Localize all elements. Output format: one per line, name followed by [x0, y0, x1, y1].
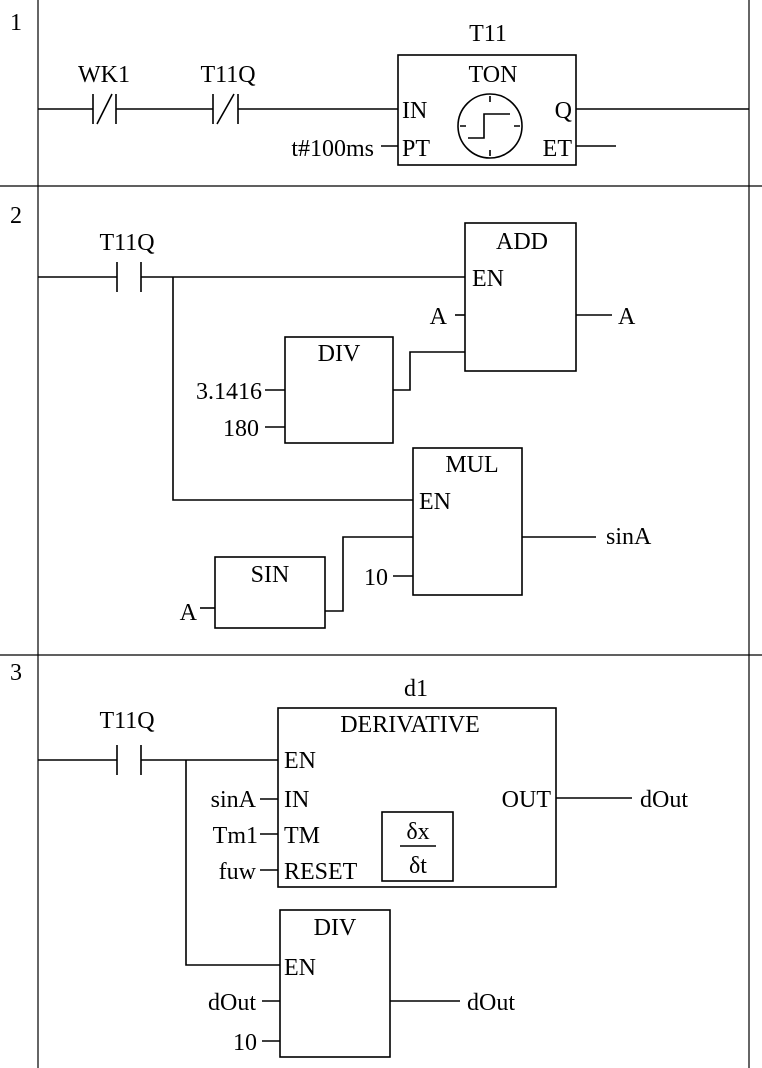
derivative-out-value: dOut [640, 787, 688, 813]
div-to-add-wire [393, 351, 465, 391]
contact-label: T11Q [99, 230, 154, 256]
contact-t11q[interactable]: T11Q [200, 62, 256, 125]
derivative-block[interactable]: d1 DERIVATIVE EN IN TM RESET OUT sinA Tm… [211, 676, 689, 888]
div-block[interactable]: DIV EN dOut 10 dOut [208, 909, 515, 1058]
derivative-reset-value: fuw [219, 859, 257, 885]
div-input1-label: 3.1416 [196, 379, 262, 405]
div-input1-label: dOut [208, 990, 256, 1016]
derivative-reset-pin: RESET [284, 859, 358, 885]
branch-wire [185, 760, 280, 966]
mul-block[interactable]: MUL EN 10 sinA [364, 447, 652, 596]
mul-box [412, 447, 523, 596]
rung-3: 3 T11Q d1 DERIVATIVE EN IN TM RESET OUT … [10, 660, 689, 1058]
add-block[interactable]: ADD EN A A [430, 222, 636, 372]
div-title: DIV [314, 915, 357, 941]
timer-box [397, 54, 577, 166]
derivative-symbol-icon: δx δt [381, 811, 454, 882]
timer-type: TON [469, 62, 518, 88]
mul-input-label: 10 [364, 565, 388, 591]
normally-closed-contact-icon [212, 93, 239, 125]
timer-q-pin: Q [555, 98, 572, 124]
contact-label: WK1 [78, 62, 130, 88]
add-box [464, 222, 577, 372]
derivative-out-pin: OUT [502, 787, 552, 813]
contact-t11q[interactable]: T11Q [99, 708, 155, 775]
contact-label: T11Q [200, 62, 255, 88]
add-output-label: A [618, 304, 636, 330]
timer-pt-pin: PT [402, 136, 430, 162]
mul-title: MUL [445, 452, 498, 478]
derivative-tm-value: Tm1 [213, 823, 258, 849]
timer-clock-icon [457, 93, 523, 159]
div-input2-label: 180 [223, 416, 259, 442]
div-input2-label: 10 [233, 1030, 257, 1056]
svg-text:δx: δx [406, 819, 429, 845]
sin-to-mul-wire [325, 536, 413, 612]
div-box [279, 909, 391, 1058]
derivative-tm-pin: TM [284, 823, 320, 849]
timer-instance-name: T11 [469, 21, 507, 47]
derivative-title: DERIVATIVE [340, 712, 480, 738]
contact-label: T11Q [99, 708, 154, 734]
div-input-wires [262, 1000, 280, 1042]
rung-2: 2 T11Q ADD EN A A DIV 3.1416 180 [10, 203, 652, 629]
svg-text:δt: δt [409, 853, 427, 879]
rung-number: 3 [10, 660, 22, 686]
branch-wire [172, 277, 413, 501]
contact-t11q[interactable]: T11Q [99, 230, 155, 292]
add-en-pin: EN [472, 266, 504, 292]
derivative-in-pin: IN [284, 787, 309, 813]
mul-output-label: sinA [606, 524, 652, 550]
timer-in-pin: IN [402, 98, 427, 124]
add-title: ADD [496, 229, 548, 255]
derivative-instance-name: d1 [404, 676, 428, 702]
normally-open-contact-icon [116, 262, 142, 292]
mul-en-pin: EN [419, 489, 451, 515]
div-title: DIV [318, 341, 361, 367]
rung-number: 2 [10, 203, 22, 229]
timer-et-pin: ET [543, 136, 573, 162]
add-input-label: A [430, 304, 448, 330]
div-block[interactable]: DIV 3.1416 180 [196, 336, 394, 444]
derivative-in-value: sinA [211, 787, 257, 813]
ton-timer-block[interactable]: T11 TON IN PT Q ET t#100ms [291, 21, 577, 166]
contact-wk1[interactable]: WK1 [78, 62, 130, 125]
timer-pt-value: t#100ms [291, 136, 374, 162]
normally-closed-contact-icon [92, 93, 117, 125]
div-box [284, 336, 394, 444]
rung-number: 1 [10, 10, 22, 36]
div-input-wires [265, 389, 285, 428]
derivative-en-pin: EN [284, 748, 316, 774]
rung-1: 1 WK1 T11Q T11 TON IN PT Q ET t#100ms [10, 10, 749, 166]
div-output-label: dOut [467, 990, 515, 1016]
normally-open-contact-icon [116, 745, 142, 775]
sin-title: SIN [251, 562, 290, 588]
div-en-pin: EN [284, 955, 316, 981]
sin-box [214, 556, 326, 629]
derivative-input-wires [260, 798, 278, 871]
sin-input-label: A [180, 600, 198, 626]
sin-block[interactable]: SIN A [180, 556, 326, 629]
